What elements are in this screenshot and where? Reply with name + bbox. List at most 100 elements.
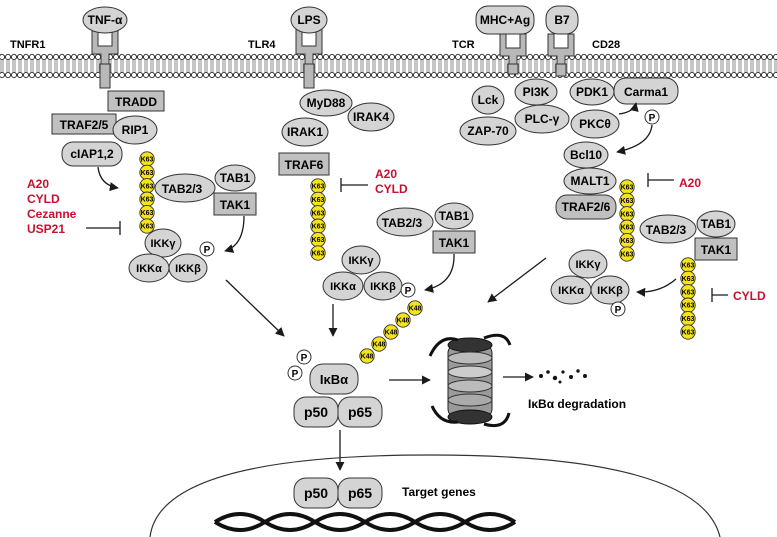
ikk-gamma-node-tcr <box>568 249 608 279</box>
p50-label-nuclear: p50 <box>304 485 328 501</box>
tnf-alpha-label: TNF-α <box>88 13 123 27</box>
ikb-alpha-node <box>309 363 359 395</box>
tab1-node-tnf <box>214 164 256 192</box>
proteasome-icon <box>428 333 512 428</box>
ikk-gamma-node-tnf <box>144 228 182 258</box>
phospho-tcr <box>610 301 626 317</box>
phospho-ikb-1 <box>296 349 312 365</box>
inhibit-tnf <box>86 221 121 235</box>
tak1-box-tcr <box>694 237 738 261</box>
rip1-label: RIP1 <box>122 123 149 137</box>
arrow-tnf-to-ikb <box>225 279 285 337</box>
tak1-box-tlr <box>432 230 476 254</box>
myd88-node <box>299 89 353 117</box>
ubiquitin-label: K48 <box>409 306 422 313</box>
ubiquitin-label: K63 <box>621 185 634 192</box>
phospho-tnf <box>199 241 215 257</box>
ubiquitin-bead <box>407 300 423 316</box>
ikk-gamma-label-tcr: IKKγ <box>575 259 601 271</box>
ubiquitin-label: K63 <box>621 238 634 245</box>
phospho-label-carma1: P <box>649 113 656 124</box>
ubiquitin-label: K63 <box>141 210 154 217</box>
a20-label-tcr: A20 <box>679 176 701 190</box>
tcr-label: TCR <box>452 39 475 51</box>
rip1-node <box>112 115 158 145</box>
cezanne-label: Cezanne <box>27 207 77 221</box>
malt1-label: MALT1 <box>570 174 609 188</box>
ubiquitin-label: K63 <box>682 289 695 296</box>
tab23-label-tcr: TAB2/3 <box>646 223 687 237</box>
tab23-label-tnf: TAB2/3 <box>162 182 203 196</box>
ubiquitin-bead <box>371 336 387 352</box>
ubiquitin-bead <box>395 312 411 328</box>
tcr-receptor <box>499 33 527 75</box>
ikk-beta-label-tlr: IKKβ <box>370 281 396 293</box>
tnfr1-receptor <box>91 27 119 89</box>
pdk1-label: PDK1 <box>576 85 608 99</box>
ubiquitin-label: K63 <box>312 224 325 231</box>
traf26-node <box>555 194 617 220</box>
phospho-label-tlr: P <box>405 286 412 297</box>
irak4-node <box>347 102 395 132</box>
arrow-tak1-to-ikk-tlr <box>424 253 455 293</box>
lck-node <box>471 85 505 115</box>
zap70-label: ZAP-70 <box>467 124 509 138</box>
tab23-node-tnf <box>154 173 216 203</box>
ikk-gamma-label-tnf: IKKγ <box>150 238 176 250</box>
p65-label-cyto: p65 <box>348 404 372 420</box>
inhibitors-tlr: A20 CYLD <box>375 167 408 196</box>
cyld-label-tlr: CYLD <box>375 182 408 196</box>
irak4-label: IRAK4 <box>353 110 389 124</box>
p65-node-cyto <box>337 396 383 428</box>
tab1-node-tlr <box>434 202 474 230</box>
ikk-alpha-label-tnf: IKKα <box>136 263 162 275</box>
ubiquitin-bead <box>619 246 635 262</box>
phospho-ikb-2-label: P <box>292 369 299 380</box>
ubiquitin-label: K63 <box>312 237 325 244</box>
ikk-alpha-node-tlr <box>322 271 364 301</box>
ikk-beta-label-tnf: IKKβ <box>175 263 201 275</box>
ikb-alpha-label: IκBα <box>320 372 348 387</box>
ubiquitin-label: K63 <box>621 225 634 232</box>
tab1-label-tnf: TAB1 <box>220 171 251 185</box>
arrow-tak1-to-ikk-tnf <box>224 215 245 253</box>
cd28-label: CD28 <box>592 39 620 51</box>
cell-membrane <box>0 53 777 79</box>
edges <box>86 102 728 471</box>
plc-gamma-node <box>514 104 570 134</box>
ubiquitin-bead <box>310 245 326 261</box>
tab23-node-tlr <box>376 207 434 237</box>
ubiquitin-label: K48 <box>361 354 374 361</box>
ubiquitin-label: K63 <box>682 263 695 270</box>
tab23-label-tlr: TAB2/3 <box>382 216 423 230</box>
ubiquitin-label: K63 <box>141 224 154 231</box>
tlr4-label: TLR4 <box>248 39 276 51</box>
lps-label: LPS <box>297 13 320 27</box>
traf25-label: TRAF2/5 <box>60 118 109 132</box>
ubiquitin-label: K63 <box>621 252 634 259</box>
ubiquitin-bead <box>359 348 375 364</box>
ubiquitin-bead <box>680 324 696 340</box>
a20-label-tlr: A20 <box>375 167 397 181</box>
p65-label-nuclear: p65 <box>348 485 372 501</box>
ciap-node <box>61 141 123 167</box>
arrow-pkc-to-carma1 <box>618 102 639 115</box>
tlr4-receptor <box>295 27 323 89</box>
ubiquitin-bead <box>383 324 399 340</box>
traf6-box <box>278 152 330 176</box>
lck-label: Lck <box>478 93 499 107</box>
tradd-label: TRADD <box>115 95 157 109</box>
arrow-tak1-to-ikk-tcr <box>636 278 677 297</box>
arrow-ciap-to-chain <box>97 166 119 192</box>
cd28-receptor <box>547 33 575 77</box>
pkc-theta-label: PKCθ <box>579 117 611 131</box>
pi3k-label: PI3K <box>523 85 550 99</box>
tak1-box-tnf <box>213 192 257 216</box>
ubiquitin-label: K63 <box>312 197 325 204</box>
phospho-ikb-2 <box>287 365 303 381</box>
usp21-label: USP21 <box>27 222 65 236</box>
traf6-label: TRAF6 <box>285 158 324 172</box>
